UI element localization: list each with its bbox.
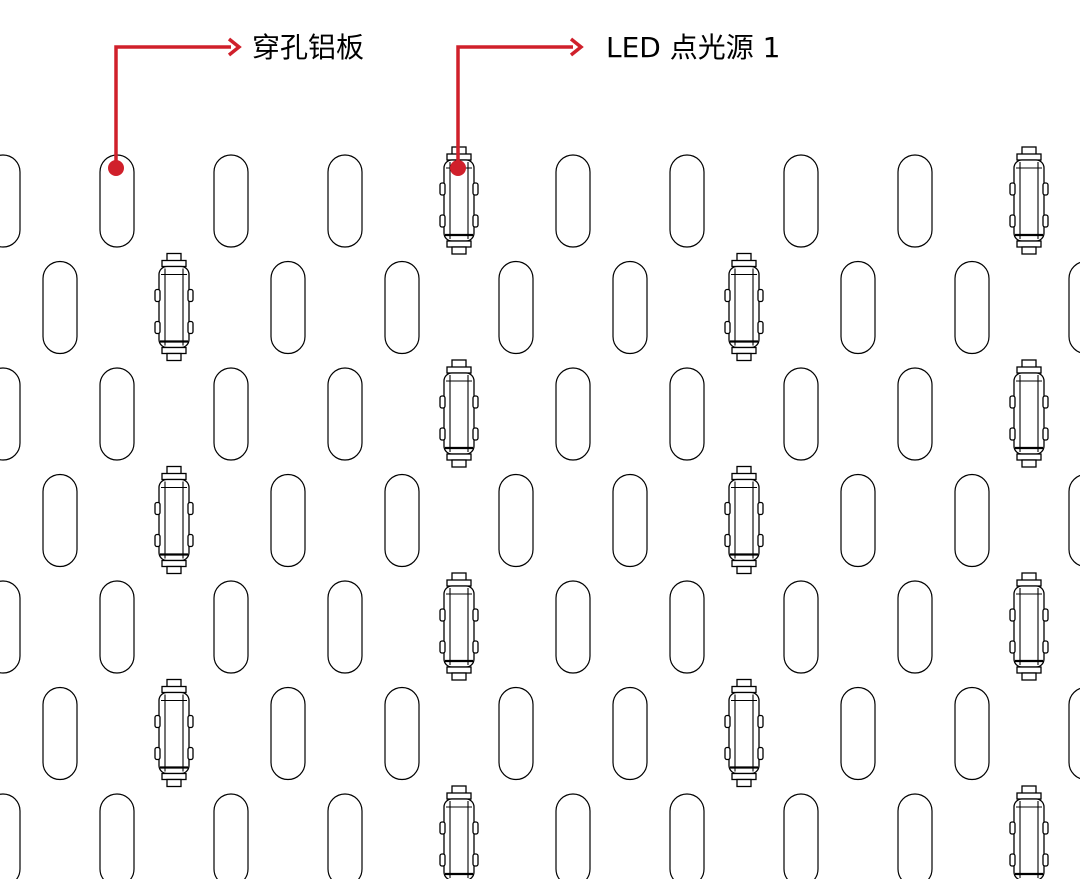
perforation-slot <box>42 473 78 568</box>
perforation-slot <box>669 154 705 248</box>
perforation-slot <box>0 367 21 461</box>
led-point-lights <box>154 146 1049 879</box>
callout-led: LED 点光源 1 <box>450 31 780 176</box>
perforation-slot <box>0 154 21 248</box>
perforation-slot <box>612 260 648 355</box>
perforation-slot <box>783 154 819 248</box>
perforation-slot <box>213 367 249 461</box>
perforation-slot <box>498 686 534 781</box>
perforation-slot <box>897 154 933 248</box>
perforation-slot <box>954 473 990 568</box>
perforation-slot <box>327 154 363 248</box>
perforation-slot <box>555 580 591 674</box>
perforation-slot <box>99 367 135 461</box>
led-light-icon <box>439 572 479 681</box>
perforation-slot <box>669 367 705 461</box>
perforation-slot <box>555 793 591 879</box>
perforation-slot <box>327 793 363 879</box>
led-light-icon <box>724 678 764 788</box>
perforation-slot <box>669 793 705 879</box>
perforation-slot <box>897 580 933 674</box>
perforation-slot <box>669 580 705 674</box>
led-light-icon <box>439 359 479 468</box>
callout-panel: 穿孔铝板 <box>108 31 364 176</box>
callout-label-panel: 穿孔铝板 <box>252 31 364 64</box>
perforation-slot <box>270 686 306 781</box>
perforation-slot <box>384 686 420 781</box>
perforation-slot <box>840 260 876 355</box>
perforation-slot <box>270 473 306 568</box>
arrow-right-icon <box>227 37 242 57</box>
perforation-slot <box>42 686 78 781</box>
callout-line-panel <box>114 45 231 168</box>
perforation-slot <box>612 686 648 781</box>
led-light-icon <box>1009 359 1049 468</box>
led-light-icon <box>1009 146 1049 255</box>
perforation-slot <box>213 154 249 248</box>
perforation-slot <box>1068 687 1080 780</box>
perforation-slots <box>0 154 1080 879</box>
perforation-slot <box>384 260 420 355</box>
led-light-icon <box>439 785 479 879</box>
perforation-slot <box>954 260 990 355</box>
perforation-slot <box>99 793 135 879</box>
perforation-slot <box>498 260 534 355</box>
perforation-slot <box>783 793 819 879</box>
perforation-slot <box>897 793 933 879</box>
perforation-slot <box>0 580 21 674</box>
callout-line-led <box>456 45 573 168</box>
perforation-slot <box>555 154 591 248</box>
led-light-icon <box>724 465 764 575</box>
perforation-slot <box>42 260 78 355</box>
perforation-slot <box>384 473 420 568</box>
perforation-slot <box>213 793 249 879</box>
led-light-icon <box>1009 572 1049 681</box>
perforation-slot <box>840 686 876 781</box>
perforation-slot <box>0 793 21 879</box>
perforation-slot <box>270 260 306 355</box>
perforation-slot <box>1068 261 1080 354</box>
led-light-icon <box>439 146 479 255</box>
perforation-slot <box>555 367 591 461</box>
perforation-slot <box>897 367 933 461</box>
led-light-icon <box>154 252 194 362</box>
perforation-slot <box>612 473 648 568</box>
perforation-slot <box>840 473 876 568</box>
perforation-slot <box>498 473 534 568</box>
perforation-slot <box>327 580 363 674</box>
led-light-icon <box>154 678 194 788</box>
led-light-icon <box>724 252 764 362</box>
perforation-slot <box>954 686 990 781</box>
perforation-slot <box>327 367 363 461</box>
perforation-slot <box>1068 474 1080 567</box>
callout-label-led: LED 点光源 1 <box>606 31 780 64</box>
perforation-slot <box>783 367 819 461</box>
perforation-slot <box>213 580 249 674</box>
perforation-slot <box>783 580 819 674</box>
arrow-right-icon <box>569 37 584 57</box>
dot-marker-icon <box>450 160 466 176</box>
led-light-icon <box>154 465 194 575</box>
perforation-slot <box>99 580 135 674</box>
led-light-icon <box>1009 785 1049 879</box>
dot-marker-icon <box>108 160 124 176</box>
